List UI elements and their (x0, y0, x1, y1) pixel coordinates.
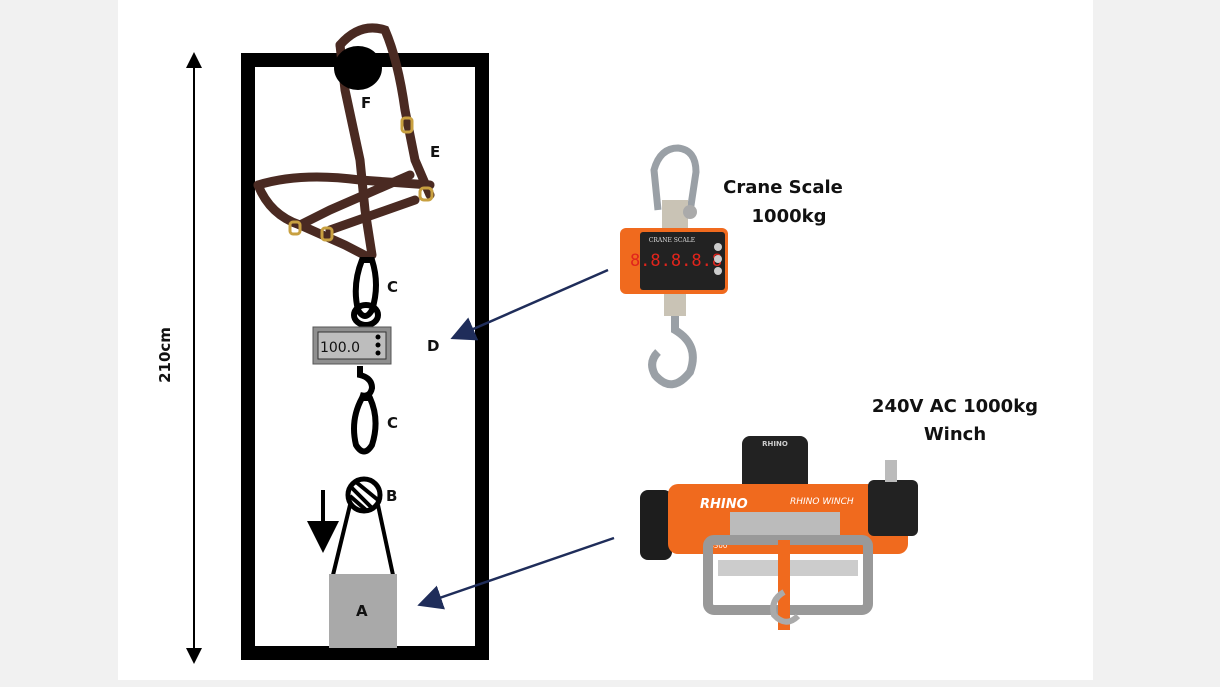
label-b: B (386, 487, 397, 505)
winch-image: RHINO RHINO 13500 RHINO WINCH (640, 436, 918, 630)
carabiner-lower (351, 366, 379, 455)
crane-scale-image: CRANE SCALE 8.8.8.8.8 (620, 144, 728, 389)
winch-caption-line2: Winch (924, 424, 986, 445)
crane-scale-pointer (450, 268, 609, 341)
carabiner-upper (351, 257, 381, 328)
load-cell-scale: 100.0 (312, 326, 392, 365)
height-label: 210cm (156, 327, 174, 383)
svg-text:RHINO: RHINO (762, 440, 788, 448)
head-mannequin (334, 46, 382, 90)
svg-text:13500: 13500 (705, 542, 727, 550)
scale-reading: 100.0 (320, 340, 360, 356)
svg-text:8.8.8.8.8: 8.8.8.8.8 (630, 251, 722, 271)
label-f: F (361, 94, 371, 112)
svg-text:RHINO WINCH: RHINO WINCH (790, 497, 854, 507)
pulley (331, 476, 395, 576)
weight-block (329, 574, 397, 648)
svg-text:CRANE SCALE: CRANE SCALE (649, 237, 695, 244)
winch-caption-line1: 240V AC 1000kg (872, 396, 1038, 417)
crane-scale-caption-line2: 1000kg (752, 206, 827, 227)
label-c-upper: C (387, 278, 398, 296)
svg-text:RHINO: RHINO (700, 497, 748, 512)
halter (253, 23, 435, 263)
label-c-lower: C (387, 414, 398, 432)
label-e: E (430, 143, 440, 161)
label-d: D (427, 337, 439, 355)
label-a: A (356, 602, 368, 620)
winch-pointer (417, 536, 615, 610)
crane-scale-caption-line1: Crane Scale (723, 177, 843, 198)
